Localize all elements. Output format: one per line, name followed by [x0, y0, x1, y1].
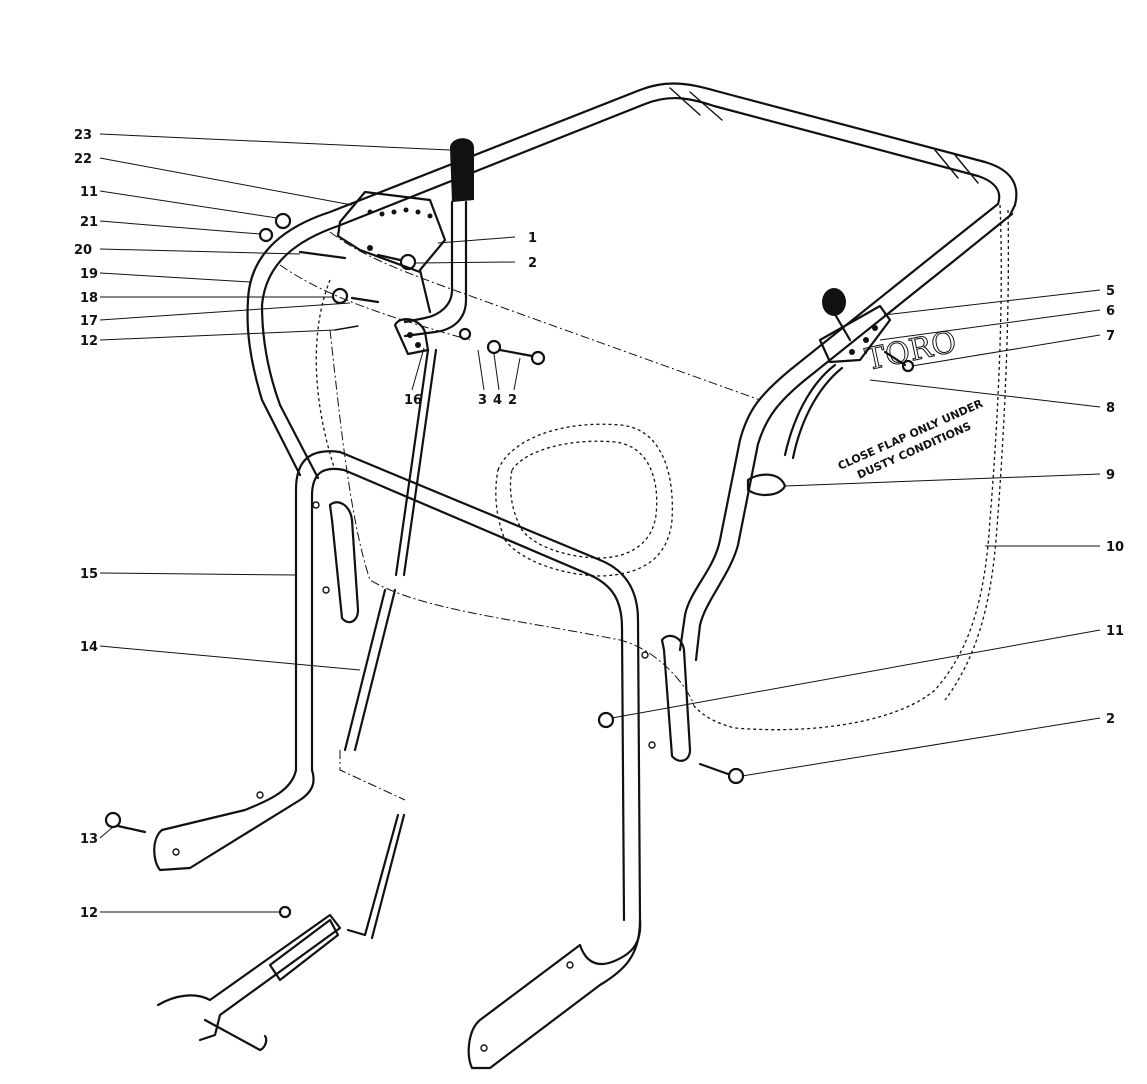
callout-2-bottom: 2 [1106, 712, 1115, 727]
left-hardware [258, 212, 546, 366]
callout-6: 6 [1106, 304, 1115, 319]
height-adjust-lever [336, 138, 474, 356]
callout-2-shaft: 2 [508, 393, 517, 408]
callout-labels: 23 22 11 21 20 19 18 17 12 16 3 4 2 1 2 … [74, 128, 1124, 921]
left-handle-tube [246, 298, 320, 480]
callout-14: 14 [80, 640, 98, 655]
callout-13: 13 [80, 832, 98, 847]
callout-2-top: 2 [528, 256, 537, 271]
flap-control [746, 288, 915, 496]
callout-4: 4 [493, 393, 502, 408]
callout-7: 7 [1106, 329, 1115, 344]
bag-label: CLOSE FLAP ONLY UNDER DUSTY CONDITIONS [836, 397, 985, 482]
callout-8: 8 [1106, 401, 1115, 416]
callout-5: 5 [1106, 284, 1115, 299]
callout-17: 17 [80, 314, 98, 329]
callout-11-top: 11 [80, 185, 98, 200]
grass-bag [315, 204, 1010, 731]
callout-19: 19 [80, 267, 98, 282]
callout-15: 15 [80, 567, 98, 582]
callout-12-top: 12 [80, 334, 98, 349]
link-rod [339, 348, 438, 940]
callout-22: 22 [74, 152, 92, 167]
callout-23: 23 [74, 128, 92, 143]
callout-11-bottom: 11 [1106, 624, 1124, 639]
leader-lines [99, 133, 1101, 913]
callout-20: 20 [74, 243, 92, 258]
lower-handle [153, 450, 692, 1070]
callout-3: 3 [478, 393, 487, 408]
lower-bracket [156, 905, 342, 1052]
callout-9: 9 [1106, 468, 1115, 483]
bolt-13 [104, 811, 147, 834]
callout-16: 16 [404, 393, 422, 408]
callout-18: 18 [80, 291, 98, 306]
callout-21: 21 [80, 215, 98, 230]
callout-12-bottom: 12 [80, 906, 98, 921]
callout-1: 1 [528, 231, 537, 246]
bag-frame [246, 82, 1018, 662]
callout-10: 10 [1106, 540, 1124, 555]
